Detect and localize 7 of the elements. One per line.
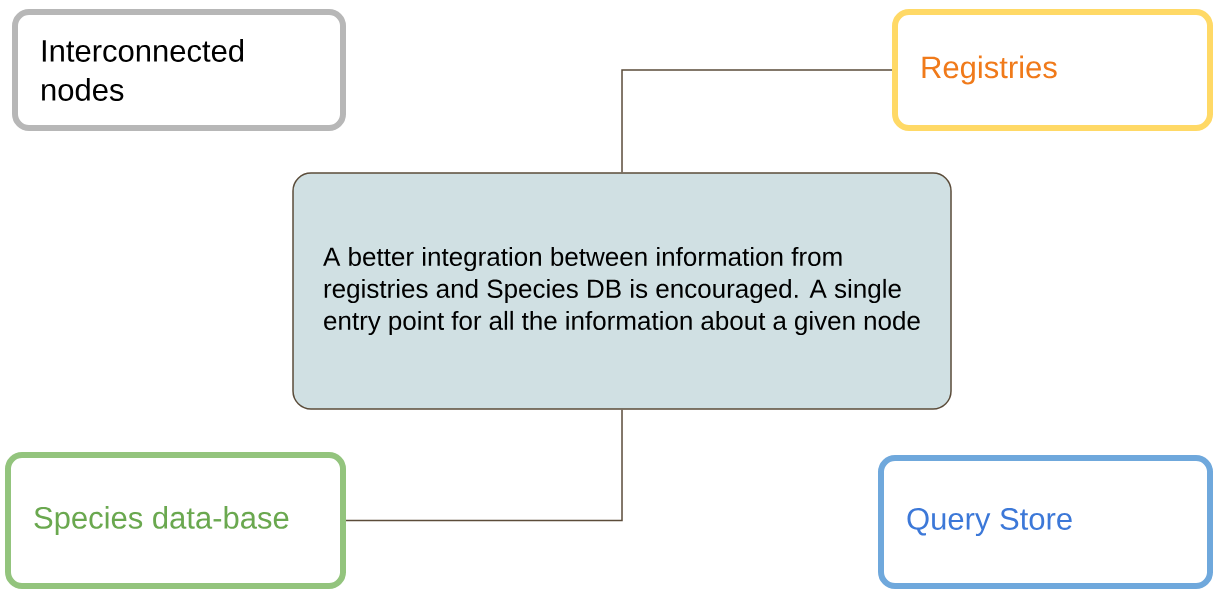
category-box: Species data-base xyxy=(5,452,346,589)
category-box: Interconnected nodes xyxy=(12,9,346,131)
category-box: Registries xyxy=(892,9,1213,131)
connector-line xyxy=(621,69,893,173)
connector-line xyxy=(345,409,623,522)
description-box: A better integration between information from registries and Species DB is encouraged. A single entry point for all the information about a given node xyxy=(292,172,952,410)
category-box: Query Store xyxy=(878,455,1213,589)
